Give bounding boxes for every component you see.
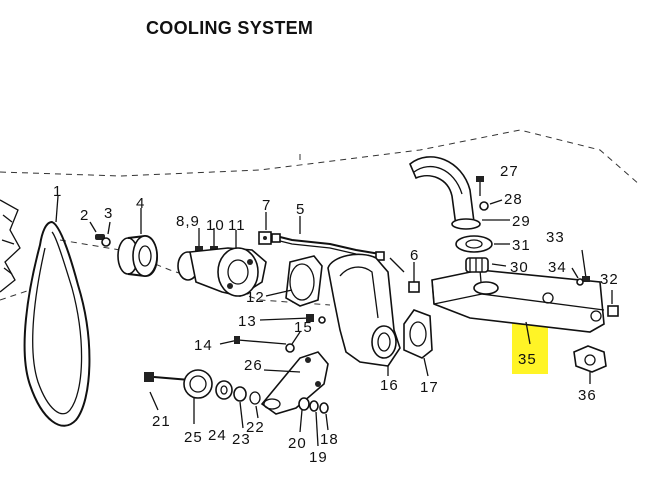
part-6-plug [389, 257, 420, 293]
part-17-gasket [403, 309, 433, 377]
dashed-guide-mid [59, 239, 331, 306]
part-13-bolt [259, 314, 314, 322]
callout-25: 25 [184, 429, 203, 446]
callout-5: 5 [296, 201, 305, 218]
part-32-plug [607, 290, 619, 317]
part-31-gasket [455, 235, 510, 253]
part-33-bolt [581, 249, 590, 282]
part-25-idler-pulley [183, 369, 213, 424]
part-23-spacer [233, 386, 247, 429]
callout-27: 27 [500, 163, 519, 180]
part-8-9-studs [195, 228, 203, 251]
callout-2: 2 [80, 207, 89, 224]
callout-36: 36 [578, 387, 597, 404]
callout-11: 11 [228, 217, 246, 234]
callout-32: 32 [600, 271, 619, 288]
part-5-bypass-tube [271, 216, 385, 261]
engine-edge-fragment [0, 199, 21, 293]
part-19-washer [309, 400, 319, 447]
part-2-bolt [89, 221, 105, 240]
callout-17: 17 [420, 379, 439, 396]
callout-34: 34 [548, 259, 567, 276]
callout-24: 24 [208, 427, 227, 444]
callout-35: 35 [518, 351, 537, 368]
callout-7: 7 [262, 197, 271, 214]
part-4-pulley [117, 208, 158, 278]
callout-33: 33 [546, 229, 565, 246]
part-35-highlight [512, 318, 548, 374]
part-10-stud [210, 228, 218, 251]
callout-13: 13 [238, 313, 257, 330]
callout-15: 15 [294, 319, 313, 336]
part-26-idler-bracket [260, 351, 329, 415]
dashed-guide-left [0, 289, 31, 301]
part-14-bolt [219, 331, 301, 353]
part-15-washer-top [318, 316, 326, 324]
callout-28: 28 [504, 191, 523, 208]
part-16-elbow-housing [327, 253, 401, 376]
callout-30: 30 [510, 259, 529, 276]
callout-19: 19 [309, 449, 328, 466]
part-1-v-belt [23, 195, 91, 427]
callout-23: 23 [232, 431, 251, 448]
part-22-snap-ring [249, 391, 261, 419]
part-34-washer [571, 267, 584, 286]
part-3-washer [101, 221, 111, 247]
part-35-water-manifold [431, 269, 605, 345]
callout-29: 29 [512, 213, 531, 230]
part-27-bolt [476, 176, 484, 196]
callout-21: 21 [152, 413, 171, 430]
callout-22: 22 [246, 419, 265, 436]
callout-14: 14 [194, 337, 213, 354]
callout-6: 6 [410, 247, 419, 264]
callout-20: 20 [288, 435, 307, 452]
part-7-fitting [258, 212, 272, 245]
part-36-flange-gasket [573, 345, 607, 384]
diagram-title: COOLING SYSTEM [146, 18, 314, 38]
part-29-filler-neck [409, 156, 510, 230]
part-20-nut [298, 397, 310, 433]
callout-10: 10 [206, 217, 225, 234]
part-11-water-pump [177, 230, 267, 297]
callout-3: 3 [104, 205, 113, 222]
callout-18: 18 [320, 431, 339, 448]
callout-8-9: 8,9 [176, 213, 200, 230]
callout-26: 26 [244, 357, 263, 374]
callout-12: 12 [246, 289, 265, 306]
part-21-bolt [144, 372, 191, 411]
part-30-thermostat [465, 257, 507, 273]
dashed-guide-top [0, 129, 641, 186]
callout-31: 31 [512, 237, 531, 254]
part-12-gasket [265, 255, 323, 307]
part-24-bearing [215, 380, 233, 400]
callout-16: 16 [380, 377, 399, 394]
part-18-washer [319, 402, 329, 431]
callout-4: 4 [136, 195, 145, 212]
part-28-washer [479, 199, 503, 211]
callout-1: 1 [53, 183, 62, 200]
